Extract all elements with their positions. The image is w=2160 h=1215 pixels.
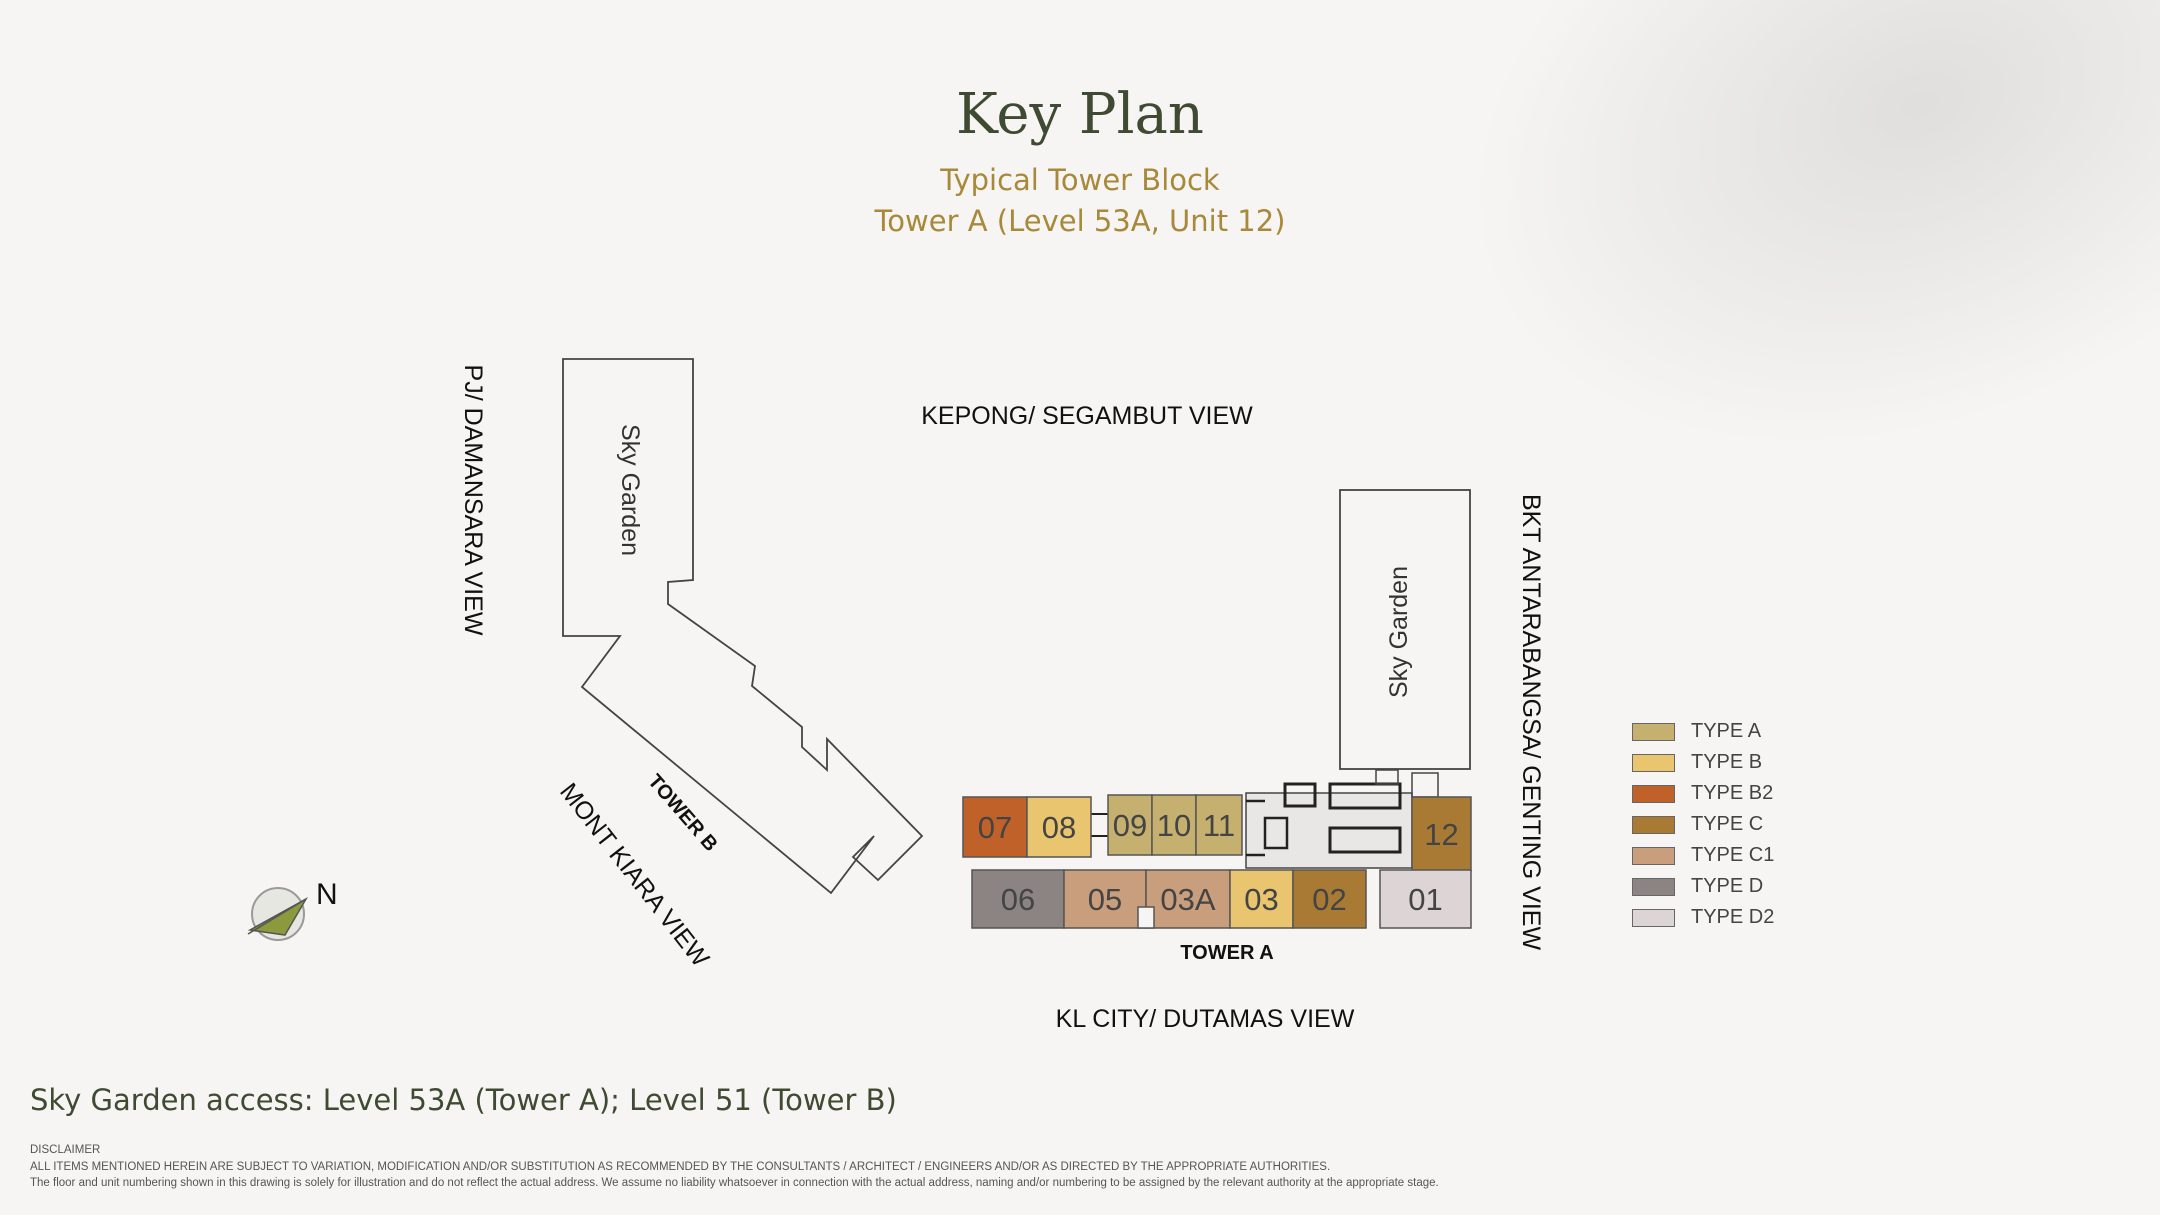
unit-label-09: 09 [1113, 808, 1147, 843]
unit-type-legend: TYPE A TYPE B TYPE B2 TYPE C TYPE C1 TYPE D TY… [1632, 716, 1774, 933]
disclaimer-line-2: The floor and unit numbering shown in th… [30, 1177, 1439, 1189]
legend-item: TYPE A [1632, 716, 1774, 747]
unit-label-07: 07 [978, 810, 1012, 845]
unit-06 [971, 869, 1065, 929]
unit-label-10: 10 [1157, 808, 1191, 843]
legend-swatch [1632, 877, 1675, 896]
tower-b-label: TOWER B [643, 770, 721, 855]
legend-label: TYPE C [1691, 813, 1764, 835]
north-label: N [316, 878, 338, 911]
legend-label: TYPE D2 [1691, 906, 1775, 928]
unit-label-08: 08 [1042, 810, 1076, 845]
tower-a-sky-garden [1339, 489, 1471, 770]
legend-item: TYPE C1 [1632, 840, 1774, 871]
tower-a-core [1087, 769, 1439, 869]
legend-swatch [1632, 722, 1675, 741]
tower-a-sky-garden-label: Sky Garden [1385, 566, 1413, 698]
unit-notch [1137, 906, 1155, 929]
unit-11 [1195, 794, 1243, 856]
unit-10 [1151, 794, 1197, 856]
tower-b-outline [562, 358, 924, 895]
legend-item: TYPE B [1632, 747, 1774, 778]
disclaimer: DISCLAIMER ALL ITEMS MENTIONED HEREIN AR… [30, 1142, 1439, 1192]
unit-03 [1229, 869, 1294, 929]
legend-swatch [1632, 908, 1675, 927]
legend-label: TYPE B [1691, 751, 1763, 773]
unit-subtitle: Tower A (Level 53A, Unit 12) [874, 204, 1286, 238]
unit-07 [962, 796, 1028, 858]
legend-item: TYPE D [1632, 871, 1774, 902]
page-title: Key Plan [956, 82, 1204, 147]
legend-swatch [1632, 815, 1675, 834]
view-label-north: KEPONG/ SEGAMBUT VIEW [921, 402, 1253, 430]
tower-a-label: TOWER A [1180, 942, 1273, 964]
legend-item: TYPE D2 [1632, 902, 1774, 933]
north-arrow-icon [247, 887, 309, 941]
unit-03a [1145, 869, 1231, 929]
unit-label-02: 02 [1312, 882, 1346, 917]
legend-item: TYPE C [1632, 809, 1774, 840]
view-label-west: PJ/ DAMANSARA VIEW [459, 365, 487, 636]
unit-12 [1411, 796, 1472, 872]
disclaimer-line-1: ALL ITEMS MENTIONED HEREIN ARE SUBJECT T… [30, 1160, 1331, 1173]
view-label-south: KL CITY/ DUTAMAS VIEW [1056, 1005, 1355, 1033]
view-label-east: BKT ANTARABANGSA/ GENTING VIEW [1517, 494, 1545, 951]
unit-label-06: 06 [1001, 882, 1035, 917]
page-subtitle: Typical Tower Block [940, 163, 1220, 197]
unit-label-01: 01 [1408, 882, 1442, 917]
unit-label-03a: 03A [1160, 882, 1215, 917]
unit-02 [1292, 869, 1367, 929]
legend-swatch [1632, 753, 1675, 772]
unit-label-03: 03 [1244, 882, 1278, 917]
unit-label-12: 12 [1424, 817, 1458, 852]
unit-05 [1063, 869, 1147, 929]
legend-label: TYPE D [1691, 875, 1764, 897]
unit-01 [1379, 869, 1472, 929]
legend-swatch [1632, 846, 1675, 865]
legend-label: TYPE B2 [1691, 782, 1774, 804]
legend-swatch [1632, 784, 1675, 803]
sky-garden-access-note: Sky Garden access: Level 53A (Tower A); … [30, 1083, 897, 1117]
tower-b-sky-garden-label: Sky Garden [616, 424, 644, 556]
legend-label: TYPE A [1691, 720, 1762, 742]
unit-label-05: 05 [1088, 882, 1122, 917]
legend-label: TYPE C1 [1691, 844, 1775, 866]
unit-label-11: 11 [1203, 808, 1235, 843]
tower-a-units: 07 08 09 10 11 12 06 05 03A 03 02 01 [962, 794, 1472, 929]
legend-item: TYPE B2 [1632, 778, 1774, 809]
disclaimer-title: DISCLAIMER [30, 1144, 101, 1156]
unit-08 [1026, 796, 1092, 858]
